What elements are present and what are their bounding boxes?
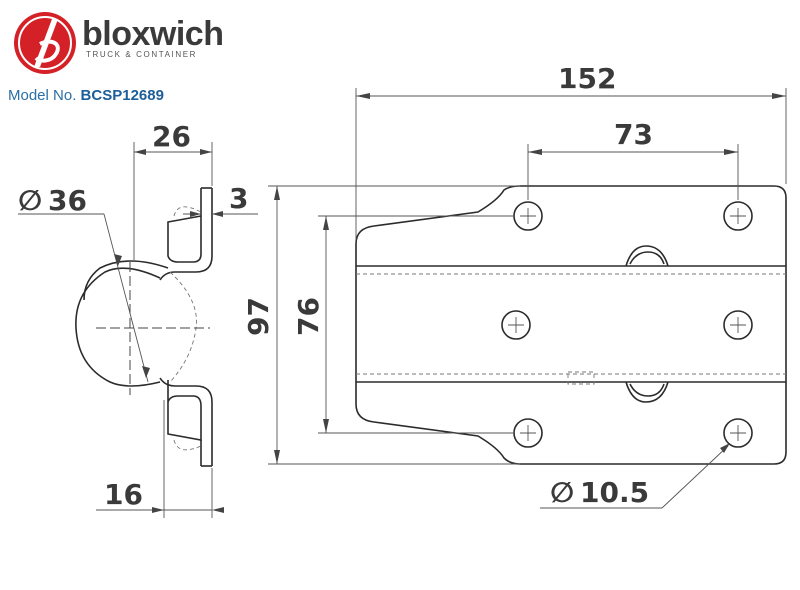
side-view [75, 187, 213, 467]
front-view [355, 185, 787, 465]
hole-bottom-right [723, 418, 753, 448]
dimension-diameter [18, 213, 150, 383]
mounting-holes [501, 201, 753, 448]
label-10-5: 10.5 [580, 476, 649, 509]
hole-top-right [723, 201, 753, 231]
label-73: 73 [614, 118, 653, 151]
hole-mid-left [501, 310, 531, 340]
dimension-hole-spacing-x [527, 144, 739, 200]
bloxwich-logo [12, 10, 78, 76]
label-152: 152 [558, 62, 616, 95]
dimension-side-width [133, 142, 213, 260]
dimension-overall-height [268, 185, 520, 465]
model-label: Model No. [8, 87, 77, 104]
label-26: 26 [152, 120, 191, 153]
dimension-thickness [183, 211, 258, 217]
label-97: 97 [242, 297, 275, 336]
model-number-line: Model No. BCSP12689 [8, 86, 164, 106]
dimension-hole-spacing-y [318, 215, 514, 434]
hole-mid-right [723, 310, 753, 340]
label-36: 36 [48, 184, 87, 217]
label-hole-diameter-symbol: ∅ [550, 476, 574, 509]
label-76: 76 [292, 297, 325, 336]
brand-tagline: TRUCK & CONTAINER [86, 50, 198, 59]
label-16: 16 [104, 478, 143, 511]
dimension-overall-length [355, 88, 787, 240]
label-3: 3 [229, 182, 248, 215]
brand-name: bloxwich [82, 15, 224, 53]
dimension-flange-width [96, 400, 224, 518]
dimension-hole-diameter [540, 443, 730, 509]
model-number: BCSP12689 [80, 87, 164, 104]
label-diameter-symbol: ∅ [18, 184, 42, 217]
